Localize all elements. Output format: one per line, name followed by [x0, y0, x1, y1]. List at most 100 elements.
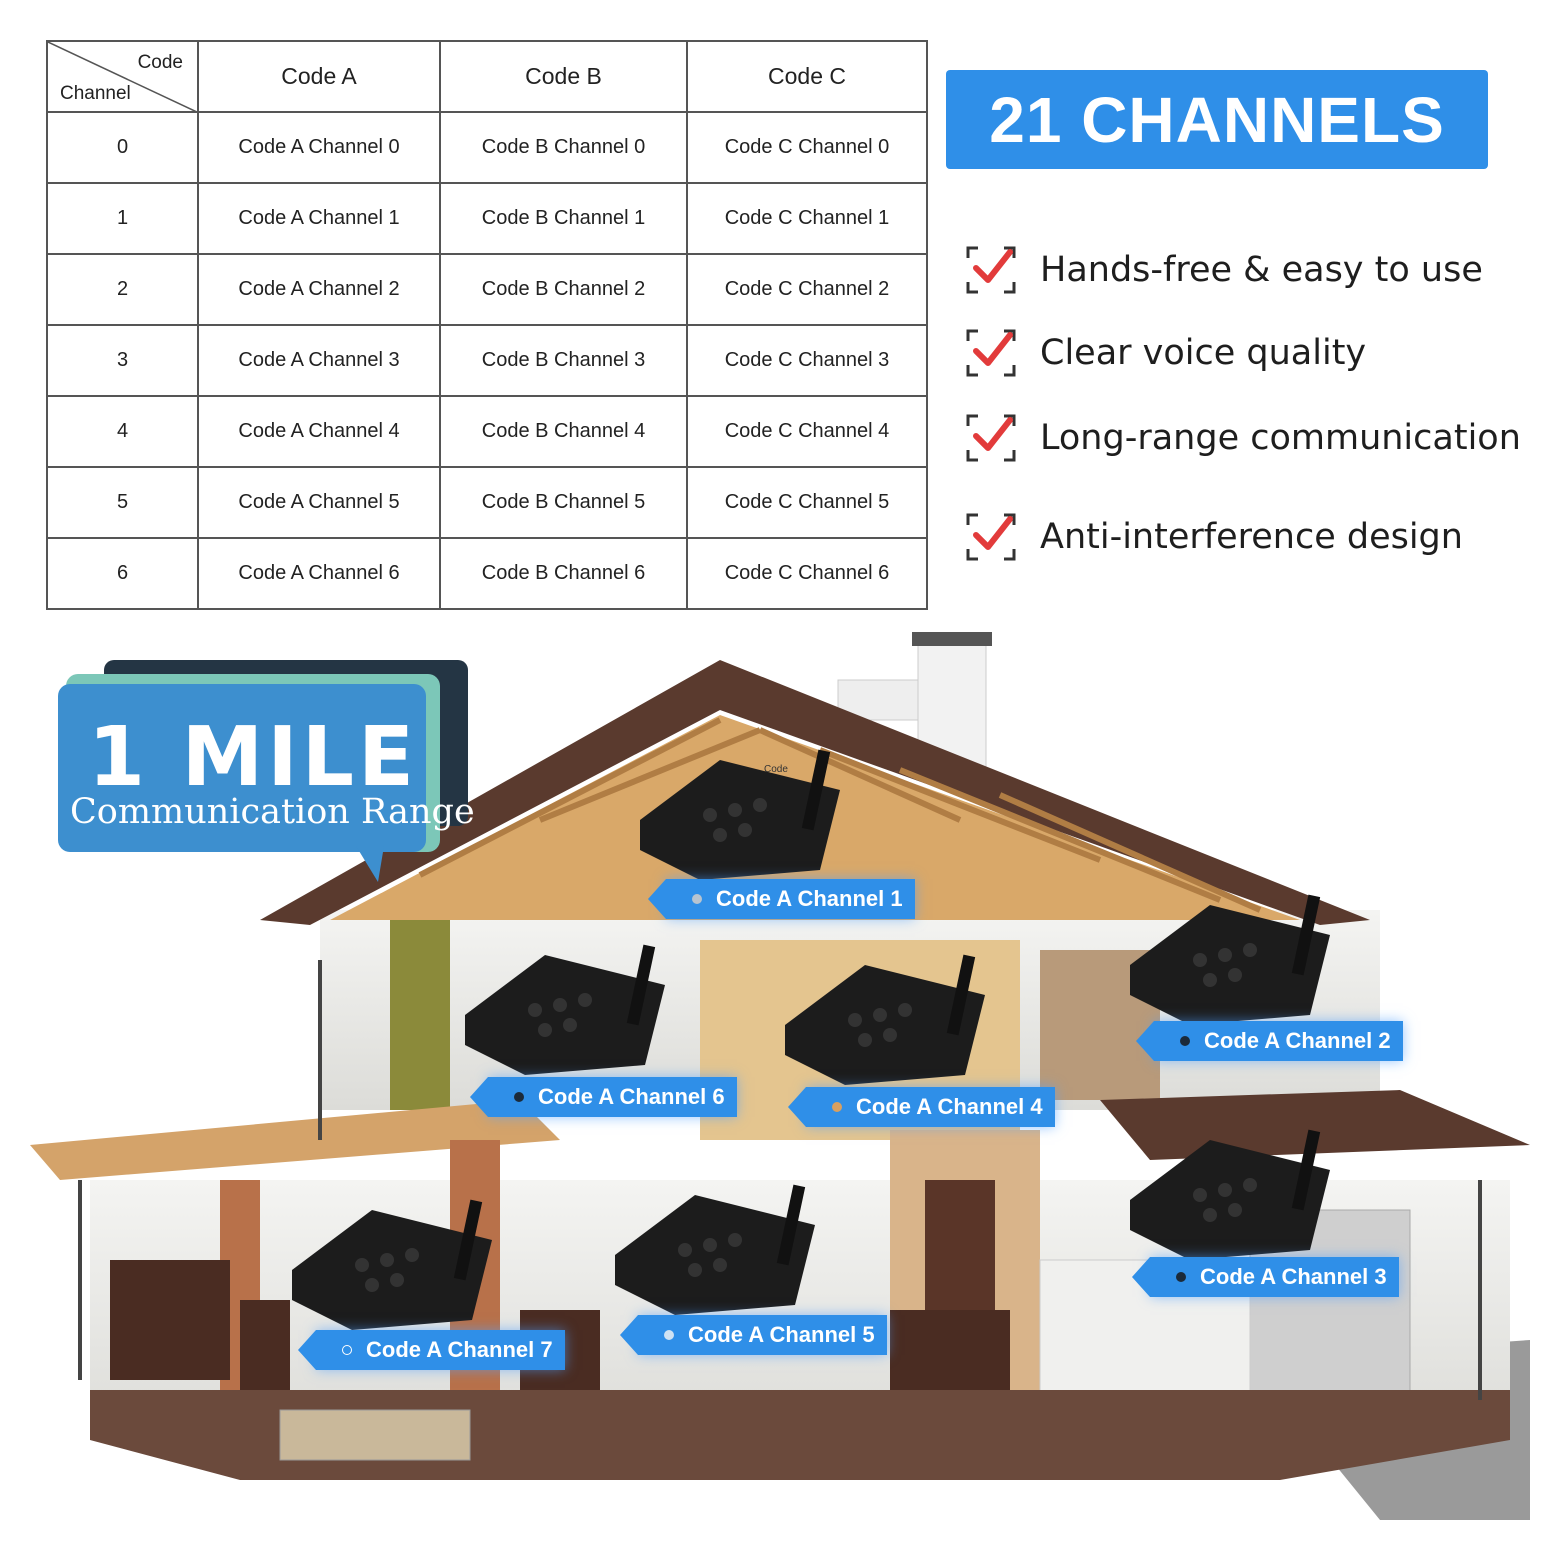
feature-label: Clear voice quality — [1040, 333, 1367, 373]
checkbox-check-icon — [966, 414, 1016, 462]
feature-item: Hands-free & easy to use — [966, 246, 1483, 294]
chimney-cap — [912, 632, 992, 646]
callout-label: Code A Channel 1 — [716, 886, 903, 911]
header-code-b: Code B — [439, 40, 688, 113]
status-dot — [514, 1092, 524, 1102]
table-cell: Code A Channel 2 — [197, 253, 441, 326]
device-callout: Code A Channel 1 — [648, 879, 915, 919]
porch-railings — [110, 1260, 1010, 1420]
device-callout: Code A Channel 3 — [1132, 1257, 1399, 1297]
device-callout: Code A Channel 4 — [788, 1087, 1055, 1127]
table-cell: Code A Channel 4 — [197, 395, 441, 468]
table-cell: Code A Channel 0 — [197, 111, 441, 184]
bubble-main-layer: 1 MILE Communication Range — [58, 684, 475, 852]
intercom-device — [1130, 1129, 1330, 1260]
feature-label: Hands-free & easy to use — [1040, 250, 1483, 290]
porch-roof — [30, 1100, 560, 1180]
table-cell: Code B Channel 2 — [439, 253, 688, 326]
table-cell: Code B Channel 6 — [439, 537, 688, 610]
status-dot — [342, 1345, 352, 1355]
checkbox-check-icon — [966, 246, 1016, 294]
status-dot — [1176, 1272, 1186, 1282]
intercom-device — [615, 1184, 815, 1315]
channel-number: 4 — [46, 395, 199, 468]
table-cell: Code B Channel 3 — [439, 324, 688, 397]
intercom-device — [465, 944, 665, 1075]
corner-code-label: Code — [137, 52, 183, 73]
feature-label: Long-range communication — [1040, 418, 1521, 458]
table-row: 3 Code A Channel 3 Code B Channel 3 Code… — [46, 324, 928, 397]
device-callout: Code A Channel 7 — [298, 1330, 565, 1370]
channel-number: 2 — [46, 253, 199, 326]
table-cell: Code C Channel 6 — [686, 537, 928, 610]
callout-label: Code A Channel 5 — [688, 1322, 875, 1347]
table-cell: Code C Channel 2 — [686, 253, 928, 326]
status-dot — [664, 1330, 674, 1340]
roof-rafters — [418, 717, 1262, 913]
table-header-row: Code Channel Code A Code B Code C — [46, 40, 928, 113]
table-row: 2 Code A Channel 2 Code B Channel 2 Code… — [46, 253, 928, 326]
table-cell: Code C Channel 0 — [686, 111, 928, 184]
checkbox-check-icon — [966, 513, 1016, 561]
table-cell: Code B Channel 0 — [439, 111, 688, 184]
callout-label: Code A Channel 3 — [1200, 1264, 1387, 1289]
intercom-device — [640, 749, 840, 880]
range-speech-bubble: 1 MILE Communication Range — [56, 660, 476, 890]
corner-diagonal-line — [48, 42, 199, 113]
table-cell: Code A Channel 6 — [197, 537, 441, 610]
header-code-a: Code A — [197, 40, 441, 113]
bubble-tail — [356, 846, 384, 882]
table-cell: Code C Channel 3 — [686, 324, 928, 397]
callout-label: Code A Channel 7 — [366, 1337, 553, 1362]
channel-number: 0 — [46, 111, 199, 184]
range-subtitle: Communication Range — [70, 792, 475, 832]
checkbox-check-icon — [966, 329, 1016, 377]
table-cell: Code C Channel 4 — [686, 395, 928, 468]
intercom-device — [1130, 894, 1330, 1025]
device-brand-tag: Code — [764, 764, 788, 775]
channel-number: 6 — [46, 537, 199, 610]
callout-label: Code A Channel 4 — [856, 1094, 1043, 1119]
table-cell: Code A Channel 1 — [197, 182, 441, 255]
channel-number: 5 — [46, 466, 199, 539]
device-callout: Code A Channel 2 — [1136, 1021, 1403, 1061]
feature-label: Anti-interference design — [1040, 517, 1463, 557]
table-cell: Code B Channel 4 — [439, 395, 688, 468]
status-dot — [692, 894, 702, 904]
table-row: 4 Code A Channel 4 Code B Channel 4 Code… — [46, 395, 928, 468]
feature-item: Anti-interference design — [966, 513, 1463, 561]
table-row: 1 Code A Channel 1 Code B Channel 1 Code… — [46, 182, 928, 255]
channel-number: 1 — [46, 182, 199, 255]
channel-number: 3 — [46, 324, 199, 397]
channels-count-banner: 21 CHANNELS — [946, 70, 1488, 169]
table-cell: Code B Channel 5 — [439, 466, 688, 539]
header-code-c: Code C — [686, 40, 928, 113]
callout-label: Code A Channel 2 — [1204, 1028, 1391, 1053]
house-illustration — [30, 632, 1530, 1520]
status-dot — [1180, 1036, 1190, 1046]
range-title: 1 MILE — [88, 710, 418, 805]
corner-channel-label: Channel — [60, 83, 131, 104]
table-cell: Code C Channel 1 — [686, 182, 928, 255]
feature-item: Clear voice quality — [966, 329, 1366, 377]
callout-label: Code A Channel 6 — [538, 1084, 725, 1109]
table-row: 5 Code A Channel 5 Code B Channel 5 Code… — [46, 466, 928, 539]
status-dot — [832, 1102, 842, 1112]
main-roof-edge — [260, 660, 1370, 925]
table-cell: Code C Channel 5 — [686, 466, 928, 539]
channel-code-table: Code Channel Code A Code B Code C 0 Code… — [46, 40, 928, 610]
feature-item: Long-range communication — [966, 414, 1521, 462]
rain-gutters — [78, 960, 1482, 1400]
intercom-device — [292, 1199, 492, 1330]
table-cell: Code A Channel 3 — [197, 324, 441, 397]
intercom-device — [785, 954, 985, 1085]
channels-banner-text: 21 CHANNELS — [989, 83, 1445, 156]
table-cell: Code A Channel 5 — [197, 466, 441, 539]
table-row: 6 Code A Channel 6 Code B Channel 6 Code… — [46, 537, 928, 610]
device-callout: Code A Channel 5 — [620, 1315, 887, 1355]
device-callout: Code A Channel 6 — [470, 1077, 737, 1117]
table-corner-cell: Code Channel — [46, 40, 199, 113]
table-row: 0 Code A Channel 0 Code B Channel 0 Code… — [46, 111, 928, 184]
green-wall-panel — [390, 920, 450, 1110]
table-cell: Code B Channel 1 — [439, 182, 688, 255]
